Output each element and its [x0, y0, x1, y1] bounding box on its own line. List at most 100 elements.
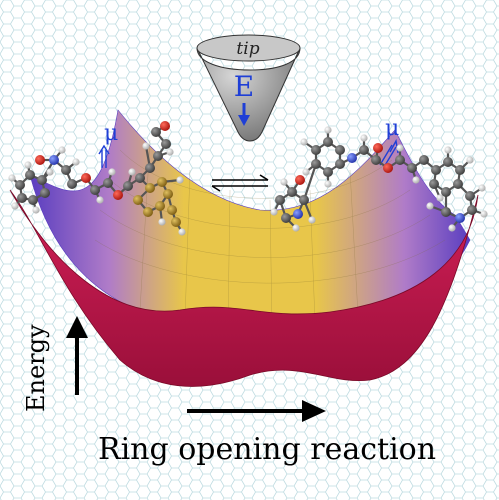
atom — [158, 218, 166, 226]
energy-axis: Energy — [22, 316, 88, 412]
atom — [108, 168, 116, 176]
atom — [133, 195, 143, 205]
atom — [270, 208, 278, 216]
atom — [359, 145, 369, 155]
atom — [453, 179, 463, 189]
atom — [155, 201, 165, 211]
atom — [412, 176, 420, 184]
atom — [178, 228, 186, 236]
atom — [292, 224, 300, 232]
atom — [275, 195, 285, 205]
energy-axis-label: Energy — [22, 324, 50, 412]
atom — [383, 163, 393, 173]
atom — [371, 155, 381, 165]
atom — [167, 205, 177, 215]
atom — [436, 194, 444, 202]
atom — [142, 142, 150, 150]
atom — [143, 207, 153, 217]
atom — [295, 175, 305, 185]
atom — [441, 207, 451, 217]
tip-label: tip — [236, 39, 259, 59]
atom — [426, 202, 434, 210]
atom — [11, 202, 19, 210]
atom — [67, 179, 77, 189]
atom — [311, 145, 321, 155]
atom — [455, 213, 465, 223]
atom — [24, 161, 32, 169]
atom — [157, 177, 167, 187]
atom — [443, 157, 453, 167]
atom — [8, 174, 16, 182]
atom — [35, 155, 45, 165]
atom — [287, 187, 297, 197]
atom — [171, 217, 181, 227]
atom — [25, 170, 35, 180]
atom — [58, 146, 66, 154]
atom — [478, 184, 486, 192]
atom — [396, 144, 404, 152]
atom — [49, 155, 59, 165]
atom — [480, 210, 488, 218]
atom — [113, 190, 123, 200]
stm-tip: tip E — [196, 34, 301, 142]
atom — [324, 126, 332, 134]
atom — [176, 176, 184, 184]
reaction-axis: Ring opening reaction — [98, 400, 436, 467]
atom — [373, 143, 383, 153]
atom — [160, 121, 170, 131]
atom — [17, 193, 27, 203]
atom — [81, 173, 91, 183]
atom — [163, 189, 173, 199]
dipole-left: μ — [98, 121, 118, 168]
atom — [61, 165, 71, 175]
dipole-right-label: μ — [385, 116, 399, 141]
atom — [467, 205, 477, 215]
atom — [145, 163, 155, 173]
atom — [28, 195, 38, 205]
atom — [153, 151, 163, 161]
field-label: E — [234, 70, 254, 103]
atom — [308, 216, 316, 224]
reaction-axis-label: Ring opening reaction — [98, 432, 436, 467]
atom — [441, 187, 451, 197]
atom — [465, 191, 475, 201]
atom — [135, 173, 145, 183]
atom — [293, 209, 303, 219]
bond — [302, 163, 318, 201]
atom — [448, 224, 456, 232]
atom — [103, 178, 113, 188]
atom — [323, 137, 333, 147]
atom — [395, 155, 405, 165]
atom — [419, 155, 429, 165]
atom — [466, 156, 474, 164]
atom — [161, 139, 171, 149]
equilibrium-arrows — [211, 174, 269, 192]
molecule-right — [270, 126, 488, 232]
atom — [128, 168, 136, 176]
atom — [40, 188, 50, 198]
atom — [72, 158, 80, 166]
atom — [281, 213, 291, 223]
atom — [311, 159, 321, 169]
atom — [166, 148, 174, 156]
energy-surface-front — [9, 189, 479, 387]
atom — [302, 168, 310, 176]
atom — [300, 138, 308, 146]
atom — [407, 163, 417, 173]
atom — [37, 175, 47, 185]
atom — [335, 145, 345, 155]
atom — [429, 179, 439, 189]
atom — [123, 181, 133, 191]
atom — [90, 185, 100, 195]
atom — [145, 183, 155, 193]
atom — [444, 146, 452, 154]
atom — [335, 159, 345, 169]
atom — [96, 196, 104, 204]
atom — [324, 180, 332, 188]
atom — [32, 206, 40, 214]
atom — [455, 165, 465, 175]
atom — [151, 127, 161, 137]
atom — [46, 168, 54, 176]
